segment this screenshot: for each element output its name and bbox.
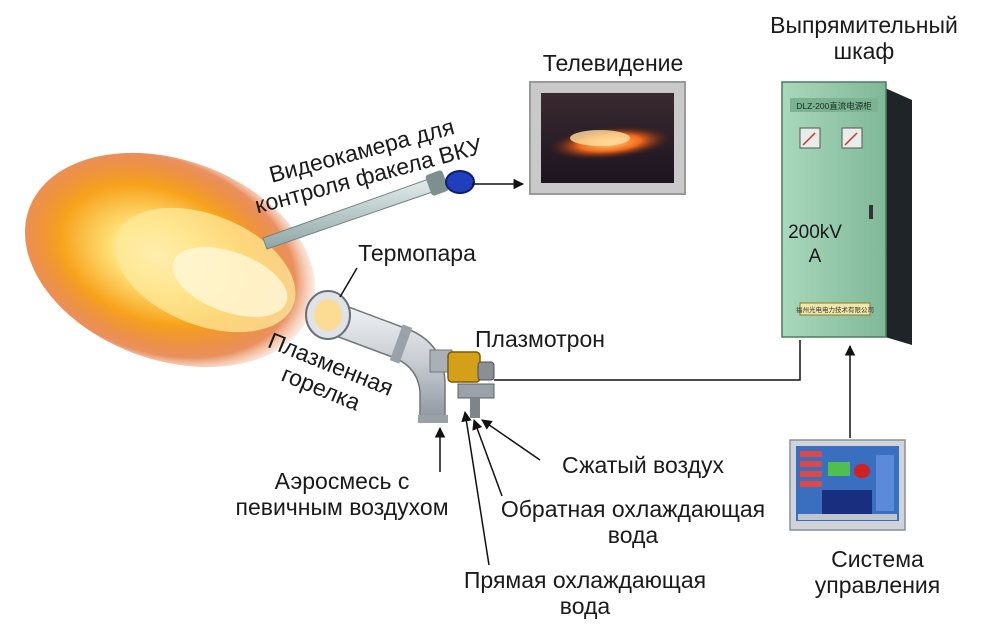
- cabinet-rating-line1: 200kV: [788, 222, 842, 243]
- camera-lens-icon: [445, 170, 475, 194]
- plasmatron: [447, 351, 495, 418]
- rectifier-cabinet-label: Выпрямительный шкаф: [770, 12, 958, 64]
- compressed-air-label: Сжатый воздух: [561, 452, 725, 478]
- rectifier-cabinet: DLZ-200直流电源柜 200kV A 福州光电电力技术有限公司: [781, 81, 912, 345]
- television-label: Телевидение: [542, 50, 684, 76]
- cabinet-maker-label: 福州光电电力技术有限公司: [796, 305, 874, 314]
- video-camera: [262, 170, 475, 250]
- control-system-panel: [789, 439, 906, 531]
- plasmatron-label: Плазмотрон: [475, 326, 605, 352]
- television-monitor: [529, 81, 686, 195]
- control-system-label: Система управления: [814, 546, 941, 598]
- direct-cooling-water-label: Прямая охлаждающая вода: [463, 567, 707, 619]
- connections: [339, 178, 856, 566]
- return-cooling-water-label: Обратная охлаждающая вода: [500, 496, 766, 548]
- air-fuel-mixture-label: Аэросмесь с певичным воздухом: [235, 468, 449, 520]
- flame: [24, 152, 316, 368]
- thermocouple-label: Термопара: [358, 240, 476, 266]
- cabinet-handle-icon: [869, 205, 873, 219]
- cabinet-model-label: DLZ-200直流电源柜: [796, 101, 872, 111]
- cabinet-rating-line2: A: [809, 246, 822, 267]
- plasma-burner: [305, 290, 453, 423]
